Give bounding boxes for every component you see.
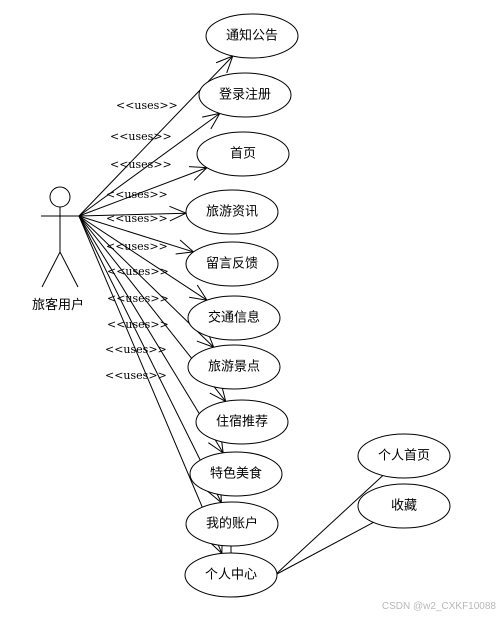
use-case-label: 首页 <box>230 147 256 162</box>
uses-label: <<uses>> <box>107 318 169 331</box>
actor-leg-left <box>41 251 61 288</box>
use-case-label: 登录注册 <box>219 88 271 103</box>
association-line-actor-center <box>78 215 223 554</box>
use-case-spots: 旅游景点 <box>187 344 281 390</box>
use-case-ellipse <box>185 241 279 287</box>
use-case-ellipse <box>185 189 279 235</box>
use-case-label: 留言反馈 <box>206 257 258 272</box>
watermark: CSDN @w2_CXKF10088 <box>382 601 497 612</box>
use-case-label: 通知公告 <box>226 28 278 44</box>
use-case-label: 住宿推荐 <box>216 414 268 430</box>
association-line-actor-feedback <box>78 215 194 253</box>
association-line-actor-home <box>78 167 208 217</box>
use-case-label: 旅游资讯 <box>206 205 258 220</box>
use-case-traffic: 交通信息 <box>187 295 281 341</box>
use-case-label: 交通信息 <box>208 310 260 326</box>
use-case-nodes: 通知公告登录注册首页旅游资讯留言反馈交通信息旅游景点住宿推荐特色美食我的账户个人… <box>184 13 451 598</box>
use-case-label: 我的账户 <box>206 516 258 532</box>
use-case-ellipse <box>196 131 290 177</box>
use-case-home: 首页 <box>196 131 290 177</box>
uses-label: <<uses>> <box>110 158 172 171</box>
use-case-feedback: 留言反馈 <box>185 241 279 287</box>
use-case-login: 登录注册 <box>198 72 292 118</box>
use-case-hotel: 住宿推荐 <box>195 399 289 445</box>
uses-label: <<uses>> <box>107 292 169 305</box>
actor-traveler: 旅客用户 <box>32 186 84 313</box>
use-case-ellipse <box>357 483 451 529</box>
association-line-actor-news <box>78 212 187 217</box>
use-case-ellipse <box>357 433 451 479</box>
use-case-center: 个人中心 <box>184 552 278 598</box>
use-case-account: 我的账户 <box>185 501 279 547</box>
uses-label: <<uses>> <box>106 240 168 253</box>
uses-labels: <<uses>> <<uses>> <<uses>> <<uses>> <<uses>>… <box>105 99 178 382</box>
use-case-label: 旅游景点 <box>208 360 260 375</box>
association-line-actor-traffic <box>78 215 208 301</box>
association-line-actor-account <box>78 215 222 503</box>
uses-label: <<uses>> <box>116 99 178 112</box>
association-line-actor-login <box>78 112 221 217</box>
use-case-notice: 通知公告 <box>205 13 299 59</box>
uses-label: <<uses>> <box>106 212 168 225</box>
uses-label: <<uses>> <box>105 369 167 382</box>
use-case-news: 旅游资讯 <box>185 189 279 235</box>
association-line-center-profile_home <box>274 475 384 576</box>
use-case-food: 特色美食 <box>189 451 283 497</box>
use-case-label: 收藏 <box>391 499 417 514</box>
use-case-ellipse <box>184 552 278 598</box>
actor-leg-right <box>59 251 79 288</box>
use-case-label: 个人首页 <box>378 449 430 464</box>
use-case-ellipse <box>195 399 289 445</box>
use-case-ellipse <box>187 295 281 341</box>
uses-label: <<uses>> <box>107 265 169 278</box>
use-case-ellipse <box>205 13 299 59</box>
use-case-label: 个人中心 <box>205 568 257 583</box>
use-case-ellipse <box>185 501 279 547</box>
use-case-ellipse <box>198 72 292 118</box>
use-case-label: 特色美食 <box>210 466 262 482</box>
use-case-profile-home: 个人首页 <box>357 433 451 479</box>
association-lines <box>78 55 384 576</box>
uses-label: <<uses>> <box>106 188 168 201</box>
uses-label: <<uses>> <box>105 343 167 356</box>
uses-label: <<uses>> <box>110 130 172 143</box>
use-case-ellipse <box>189 451 283 497</box>
use-case-ellipse <box>187 344 281 390</box>
association-line-center-favorites <box>274 521 374 576</box>
actor-label: 旅客用户 <box>32 297 84 313</box>
actor-head <box>49 186 71 208</box>
use-case-favorites: 收藏 <box>357 483 451 529</box>
